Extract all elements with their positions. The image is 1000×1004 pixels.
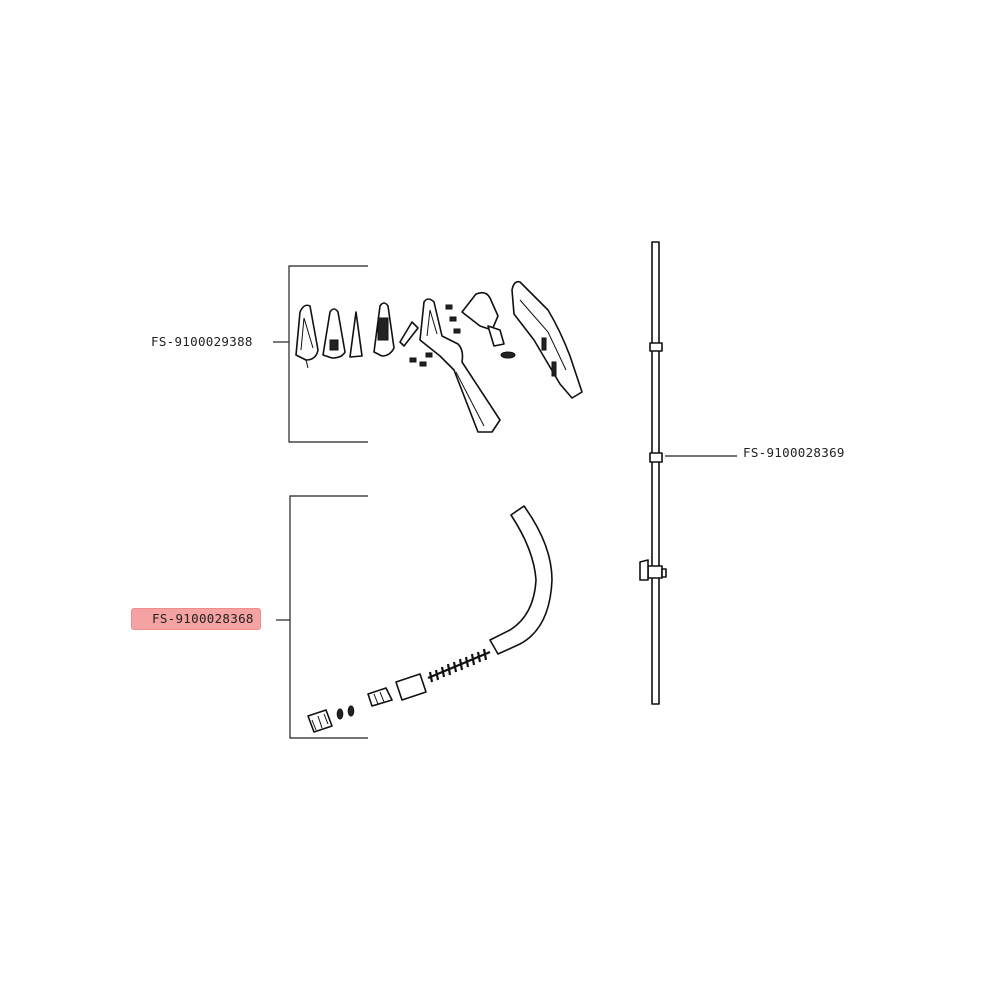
hose-group-parts: [307, 505, 553, 733]
handle-group-parts: [295, 280, 583, 433]
extension-tube-parts: [639, 241, 667, 705]
callout-extension-tube[interactable]: FS-9100028369: [743, 445, 845, 460]
callout-handle-group[interactable]: FS-9100029388: [151, 334, 253, 349]
callout-hose-group[interactable]: FS-9100028368: [131, 608, 261, 630]
hose-group-bracket: [276, 495, 368, 739]
handle-group-bracket: [273, 265, 368, 443]
